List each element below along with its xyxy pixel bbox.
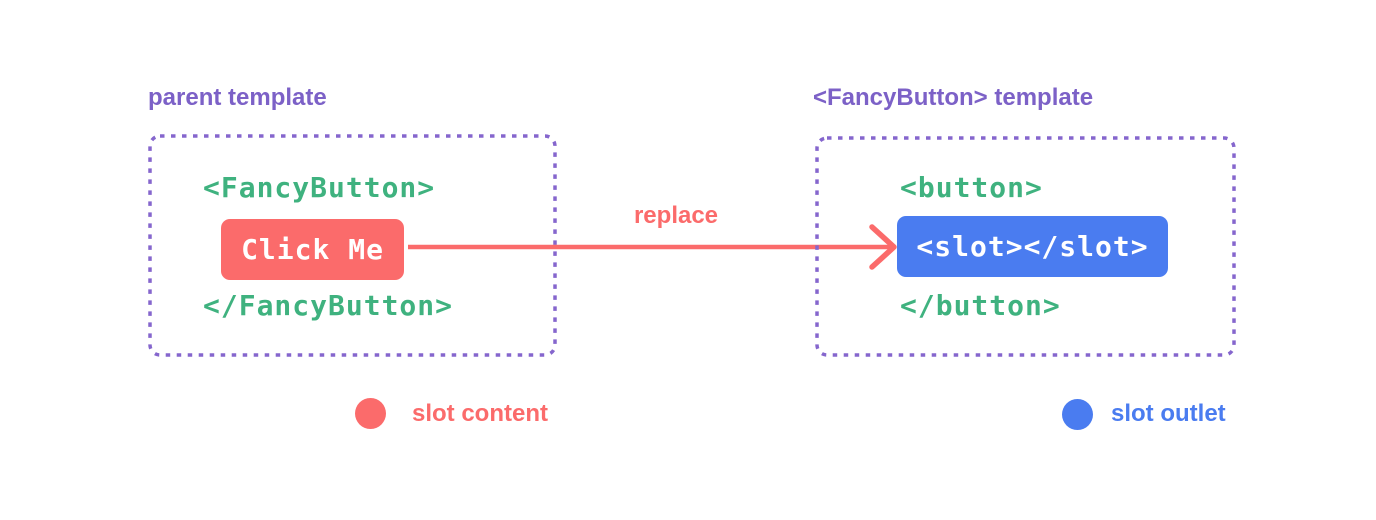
slot-outlet-box: <slot></slot> bbox=[897, 216, 1168, 277]
slot-outlet-label: slot outlet bbox=[1111, 400, 1226, 427]
button-close-tag: </button> bbox=[900, 289, 1061, 322]
parent-template-box bbox=[148, 134, 557, 357]
fancybutton-template-box bbox=[815, 136, 1236, 357]
fancybutton-open-tag: <FancyButton> bbox=[203, 171, 436, 204]
fancybutton-close-tag: </FancyButton> bbox=[203, 289, 454, 322]
slot-content-dot-icon bbox=[355, 398, 386, 429]
fancybutton-template-title: <FancyButton> template bbox=[813, 84, 1094, 111]
dashed-border-right bbox=[815, 136, 1236, 357]
slot-content-label: slot content bbox=[412, 400, 548, 427]
replace-label: replace bbox=[633, 202, 719, 229]
button-open-tag: <button> bbox=[900, 171, 1043, 204]
dashed-border-left bbox=[148, 134, 557, 357]
replace-arrow-icon bbox=[408, 224, 897, 270]
slot-outlet-dot-icon bbox=[1062, 399, 1093, 430]
parent-template-title: parent template bbox=[148, 84, 327, 111]
click-me-button: Click Me bbox=[221, 219, 404, 280]
